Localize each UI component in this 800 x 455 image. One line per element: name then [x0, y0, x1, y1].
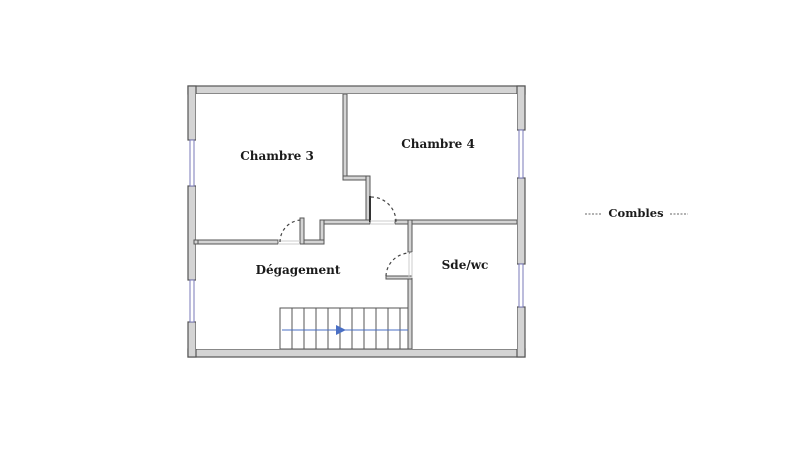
room-label-chambre-4: Chambre 4 — [401, 137, 475, 151]
staircase — [279, 307, 409, 350]
outer-wall-left-3 — [187, 321, 197, 358]
room-labels: Chambre 3 Chambre 4 Dégagement Sde/wc — [240, 137, 488, 277]
door-swing-arc — [385, 252, 411, 277]
doors — [278, 196, 413, 278]
door-chambre-3[interactable] — [278, 219, 303, 245]
partition-ch3-ch4 — [342, 93, 348, 181]
stair-arrow-icon — [336, 325, 346, 335]
attic-annotation: Combles — [585, 206, 688, 220]
outer-wall-top — [187, 85, 526, 95]
outer-wall-right-1 — [516, 85, 526, 131]
window-sde-wc — [518, 263, 524, 308]
window-degagement — [189, 279, 195, 323]
outer-wall-right-2 — [516, 177, 526, 265]
door-sde-wc[interactable] — [385, 252, 413, 278]
partition-sde-left-bottom — [407, 277, 413, 350]
stair-outline — [279, 307, 409, 350]
door-stub-chambre-3 — [299, 217, 305, 245]
partition-sde-left-top — [407, 219, 413, 253]
outer-wall-right-3 — [516, 306, 526, 358]
window-chambre-4 — [518, 129, 524, 179]
windows — [189, 129, 524, 323]
partition-ch3-bottom — [195, 239, 279, 245]
room-label-chambre-3: Chambre 3 — [240, 149, 314, 163]
partition-recess-top — [319, 219, 371, 225]
partition-ch4-bottom — [394, 219, 518, 225]
wall-junction — [193, 239, 199, 245]
room-label-sde-wc: Sde/wc — [442, 258, 489, 272]
door-swing-arc — [370, 196, 397, 223]
interior-walls — [193, 93, 518, 350]
outer-wall-bottom — [187, 348, 526, 358]
door-swing-arc — [279, 219, 303, 243]
room-label-degagement: Dégagement — [256, 263, 341, 277]
outer-wall-left-1 — [187, 85, 197, 141]
window-chambre-3 — [189, 139, 195, 187]
attic-label: Combles — [608, 206, 663, 220]
door-stub-sde — [385, 275, 413, 280]
door-chambre-4[interactable] — [369, 196, 397, 225]
outer-wall-left-2 — [187, 185, 197, 281]
